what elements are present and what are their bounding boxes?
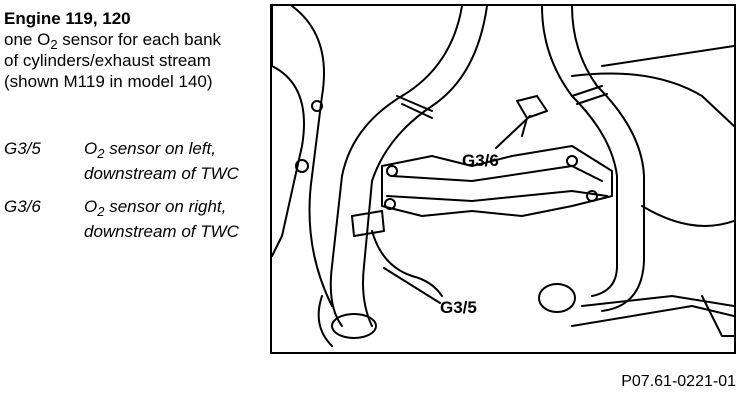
bolt — [311, 100, 323, 112]
bolt — [386, 165, 398, 177]
underbody-contour — [291, 6, 333, 307]
legend-code: G3/5 — [4, 139, 41, 158]
engine-description: Engine 119, 120 one O2 sensor for each b… — [4, 8, 266, 92]
crossmember-edge — [386, 190, 608, 202]
heat-shield — [581, 295, 734, 307]
exhaust-line-drawing: G3/6 G3/5 — [272, 6, 734, 347]
pipe-clamp — [396, 95, 433, 112]
legend-entry-g3-6: G3/6 O2 sensor on right,downstream of TW… — [4, 194, 269, 246]
o2-sensor-left-wire — [371, 230, 443, 297]
engine-subtitle-line: one O2 sensor for each bank — [4, 30, 222, 52]
bolt — [295, 159, 309, 173]
left-pipe-bend — [317, 295, 333, 347]
pipe-clamp — [576, 93, 608, 105]
left-exhaust-pipe — [329, 6, 463, 327]
leader-line-g3-6 — [495, 115, 531, 149]
right-exhaust-pipe — [541, 6, 618, 297]
bolt — [586, 190, 598, 202]
bracket — [701, 295, 734, 337]
crossmember — [381, 145, 613, 217]
right-exhaust-pipe — [571, 6, 645, 312]
underbody-contour — [641, 205, 734, 227]
legend-description: O2 sensor on right,downstream of TWC — [84, 197, 239, 241]
underbody-contour — [571, 72, 734, 127]
leader-line-g3-5 — [383, 267, 441, 304]
o2-sensor-right-wire — [521, 117, 528, 137]
heat-shield — [571, 305, 734, 327]
engine-subtitle-line-2: of cylinders/exhaust stream — [4, 51, 211, 70]
pipe-clamp — [401, 103, 433, 119]
bolt — [384, 198, 396, 210]
legend-description: O2 sensor on left,downstream of TWC — [84, 139, 239, 183]
left-exhaust-pipe — [362, 6, 488, 327]
engine-title: Engine 119, 120 — [4, 9, 131, 28]
bolt — [566, 155, 578, 167]
right-pipe-outlet — [538, 283, 576, 313]
figure-reference-code: P07.61-0221-01 — [621, 373, 736, 390]
legend-entry-g3-5: G3/5 O2 sensor on left,downstream of TWC — [4, 136, 269, 188]
callout-g3-6: G3/6 — [462, 151, 499, 170]
exhaust-figure: G3/6 G3/5 — [270, 4, 736, 354]
crossmember-edge — [391, 165, 603, 182]
callout-g3-5: G3/5 — [440, 298, 477, 317]
pipe-clamp — [571, 85, 603, 97]
o2-sensor-left — [351, 210, 385, 237]
left-pipe-outlet — [331, 313, 377, 339]
engine-subtitle-line-3: (shown M119 in model 140) — [4, 72, 213, 91]
underbody-contour — [601, 45, 734, 67]
legend-code: G3/6 — [4, 197, 41, 216]
o2-sensor-right — [516, 95, 548, 119]
underbody-contour — [272, 6, 305, 257]
